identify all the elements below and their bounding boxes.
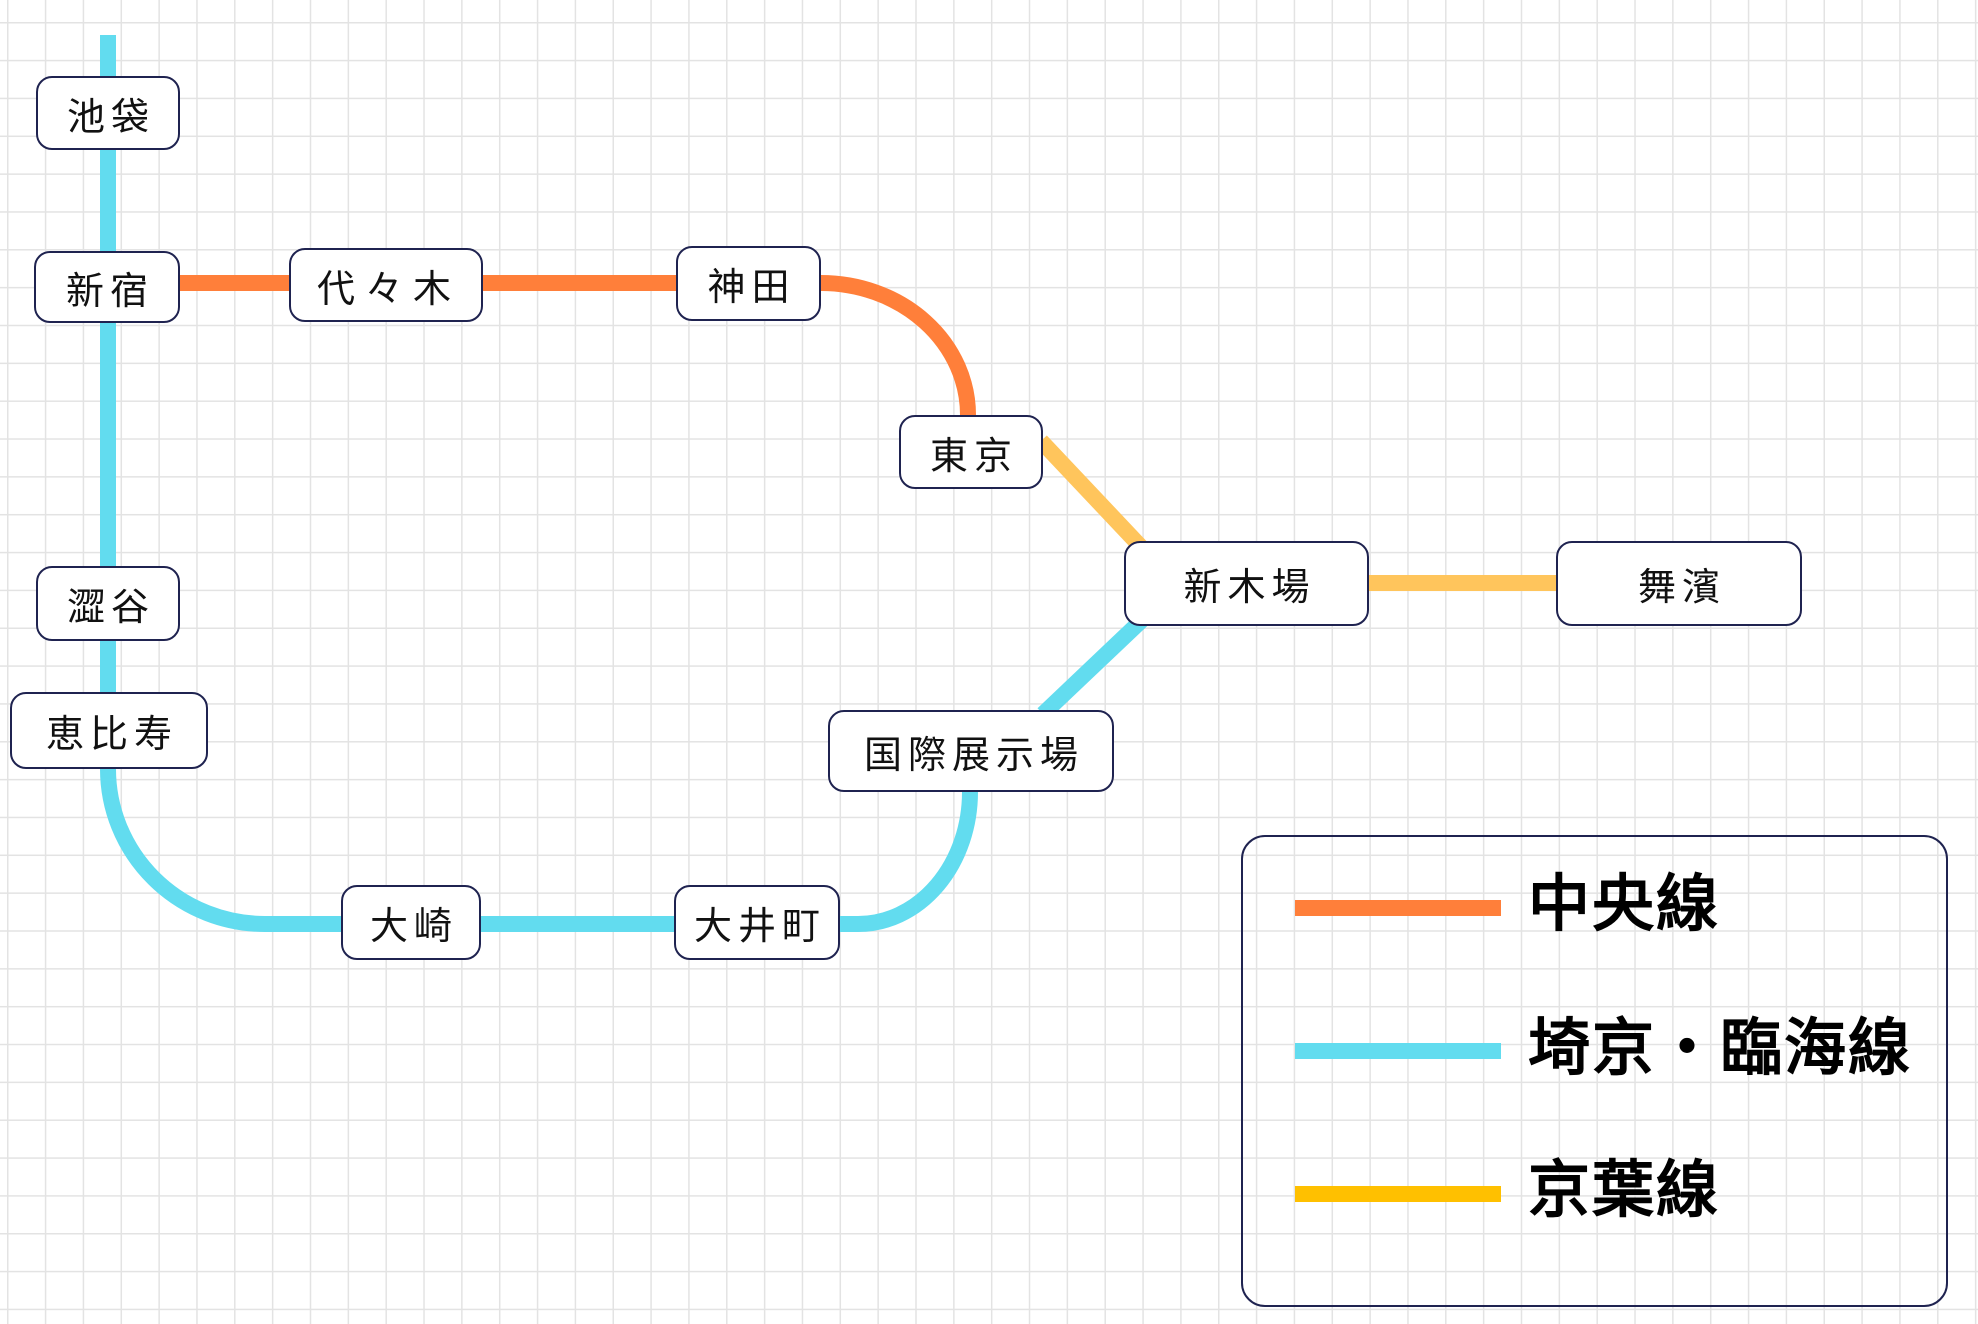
legend-label-keiyo: 京葉線 bbox=[1528, 1153, 1721, 1226]
station-label: 池袋 bbox=[66, 94, 155, 139]
station-ebisu[interactable]: 恵比寿 bbox=[10, 692, 208, 769]
legend-swatch-keiyo bbox=[1295, 1186, 1501, 1202]
station-label: 国際展示場 bbox=[863, 732, 1084, 777]
station-label: 大崎 bbox=[369, 904, 458, 948]
legend-swatch-saikyo-rinkai bbox=[1295, 1043, 1501, 1059]
station-label: 神田 bbox=[707, 265, 796, 309]
legend-swatch-chuo bbox=[1295, 900, 1501, 916]
station-tokyo[interactable]: 東京 bbox=[899, 415, 1043, 489]
station-shinjuku[interactable]: 新宿 bbox=[34, 251, 180, 323]
station-label: 東京 bbox=[929, 433, 1018, 478]
rinkai-line-diagonal bbox=[1037, 614, 1148, 720]
station-label: 澀谷 bbox=[66, 585, 155, 629]
station-shinkiba[interactable]: 新木場 bbox=[1124, 541, 1369, 626]
station-label: 舞濱 bbox=[1637, 565, 1726, 609]
station-label: 新宿 bbox=[65, 268, 154, 313]
station-osaki[interactable]: 大崎 bbox=[341, 885, 481, 960]
keiyo-line-diagonal bbox=[1035, 435, 1148, 554]
legend-label-saikyo-rinkai: 埼京・臨海線 bbox=[1528, 1011, 1913, 1084]
legend-label-chuo: 中央線 bbox=[1528, 867, 1721, 940]
chuo-line bbox=[180, 275, 976, 416]
station-shibuya[interactable]: 澀谷 bbox=[36, 566, 180, 641]
saikyo-rinkai-line bbox=[100, 35, 978, 932]
station-ikebukuro[interactable]: 池袋 bbox=[36, 76, 180, 150]
station-kanda[interactable]: 神田 bbox=[676, 246, 821, 321]
station-kokusai-tenjijo[interactable]: 国際展示場 bbox=[828, 710, 1114, 792]
legend: 中央線 埼京・臨海線 京葉線 bbox=[1241, 835, 1948, 1307]
station-label: 代々木 bbox=[316, 266, 461, 311]
station-label: 大井町 bbox=[693, 904, 826, 948]
station-label: 新木場 bbox=[1183, 565, 1316, 609]
station-maihama[interactable]: 舞濱 bbox=[1556, 541, 1802, 626]
station-label: 恵比寿 bbox=[45, 712, 178, 756]
station-oimachi[interactable]: 大井町 bbox=[674, 885, 840, 960]
station-yoyogi[interactable]: 代々木 bbox=[289, 248, 483, 322]
